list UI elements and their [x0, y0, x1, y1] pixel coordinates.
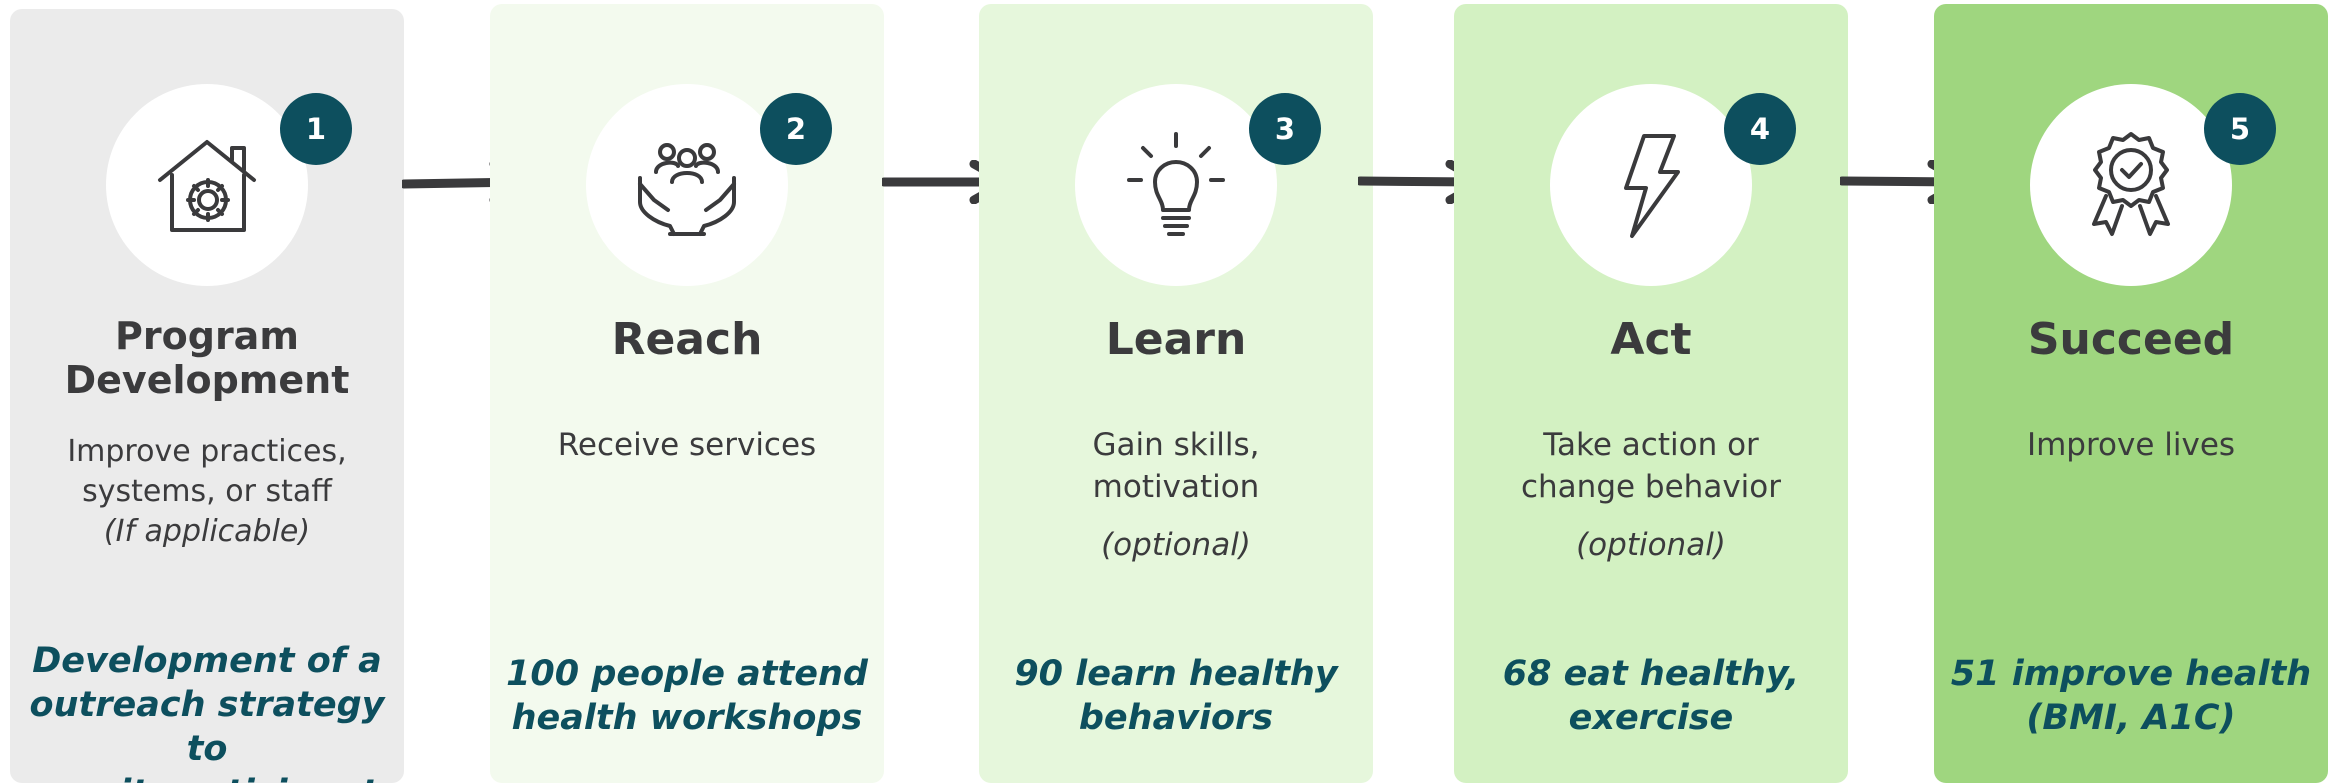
stage-description-line: systems, or staff — [82, 474, 332, 509]
stage-title: Act — [1454, 314, 1848, 366]
stage-icon-circle — [586, 84, 788, 286]
stage-note: (If applicable) — [103, 514, 311, 549]
stage-title-line: Act — [1610, 314, 1692, 365]
step-badge: 1 — [280, 93, 352, 165]
step-badge: 5 — [2204, 93, 2276, 165]
stage-description-line: motivation — [1092, 469, 1260, 505]
stage-description-line: Take action or — [1543, 427, 1759, 463]
stage-act: 4 Act Take action or change behavior (op… — [1454, 4, 1848, 783]
stage-title-line: Program — [115, 314, 299, 358]
lightning-bolt-icon — [1624, 134, 1680, 238]
stage-description-line: Receive services — [557, 427, 817, 463]
stage-description-line: Improve lives — [2026, 427, 2236, 463]
stage-learn: 3 Learn Gain skills, motivation (optiona… — [979, 4, 1373, 783]
step-badge: 4 — [1724, 93, 1796, 165]
stage-outcome-line: behaviors — [1078, 698, 1274, 738]
stage-description-line: Gain skills, — [1092, 427, 1260, 463]
stage-title: Program Development — [10, 314, 404, 402]
stage-description-line: change behavior — [1520, 469, 1781, 505]
stage-succeed: 5 Succeed Improve lives 51 improve healt… — [1934, 4, 2328, 783]
people-in-hands-icon — [638, 143, 736, 236]
stage-description: Gain skills, motivation (optional) — [979, 424, 1373, 566]
stage-title: Succeed — [1934, 314, 2328, 366]
stage-reach: 2 Reach Receive services 100 people atte… — [490, 4, 884, 783]
stage-title-line: Learn — [1105, 314, 1247, 365]
stage-title-line: Reach — [611, 314, 763, 365]
stage-title-line: Development — [64, 358, 350, 402]
stage-icon-circle — [106, 84, 308, 286]
stage-outcome-line: health workshops — [511, 698, 863, 738]
stage-outcome-line: 51 improve health — [1950, 654, 2312, 694]
stage-title: Reach — [490, 314, 884, 366]
stage-description-line: Improve practices, — [67, 434, 347, 469]
stage-outcome: 100 people attend health workshops — [490, 652, 884, 740]
stage-description: Receive services — [490, 424, 884, 466]
stage-description: Take action or change behavior (optional… — [1454, 424, 1848, 566]
stage-outcome-line: 100 people attend — [506, 654, 868, 694]
step-badge: 3 — [1249, 93, 1321, 165]
stage-outcome-line: 90 learn healthy — [1014, 654, 1338, 694]
stage-note: (optional) — [1576, 527, 1726, 563]
stage-title: Learn — [979, 314, 1373, 366]
house-gear-icon — [158, 140, 256, 232]
stage-description: Improve practices, systems, or staff (If… — [10, 432, 404, 552]
stage-outcome-line: (BMI, A1C) — [2026, 698, 2236, 738]
lightbulb-icon — [1127, 132, 1225, 236]
stage-title-line: Succeed — [2027, 314, 2235, 365]
step-badge: 2 — [760, 93, 832, 165]
stage-outcome: 90 learn healthy behaviors — [979, 652, 1373, 740]
stage-note: (optional) — [1101, 527, 1251, 563]
stage-icon-circle — [2030, 84, 2232, 286]
stage-icon-circle — [1550, 84, 1752, 286]
stage-outcome-line: outreach strategy to — [29, 685, 385, 769]
stage-outcome-line: Development of a — [32, 641, 382, 681]
stage-outcome: Development of a outreach strategy to re… — [10, 639, 404, 783]
stage-icon-circle — [1075, 84, 1277, 286]
stage-program-development: 1 Program Development Improve practices,… — [10, 9, 404, 783]
stage-outcome-line: 68 eat healthy, — [1502, 654, 1800, 694]
stage-description: Improve lives — [1934, 424, 2328, 466]
stage-outcome-line: recruit participants — [10, 771, 404, 783]
stage-outcome: 51 improve health (BMI, A1C) — [1934, 652, 2328, 740]
stage-outcome: 68 eat healthy, exercise — [1454, 652, 1848, 740]
stage-outcome-line: exercise — [1568, 698, 1734, 738]
award-ribbon-icon — [2092, 132, 2170, 236]
